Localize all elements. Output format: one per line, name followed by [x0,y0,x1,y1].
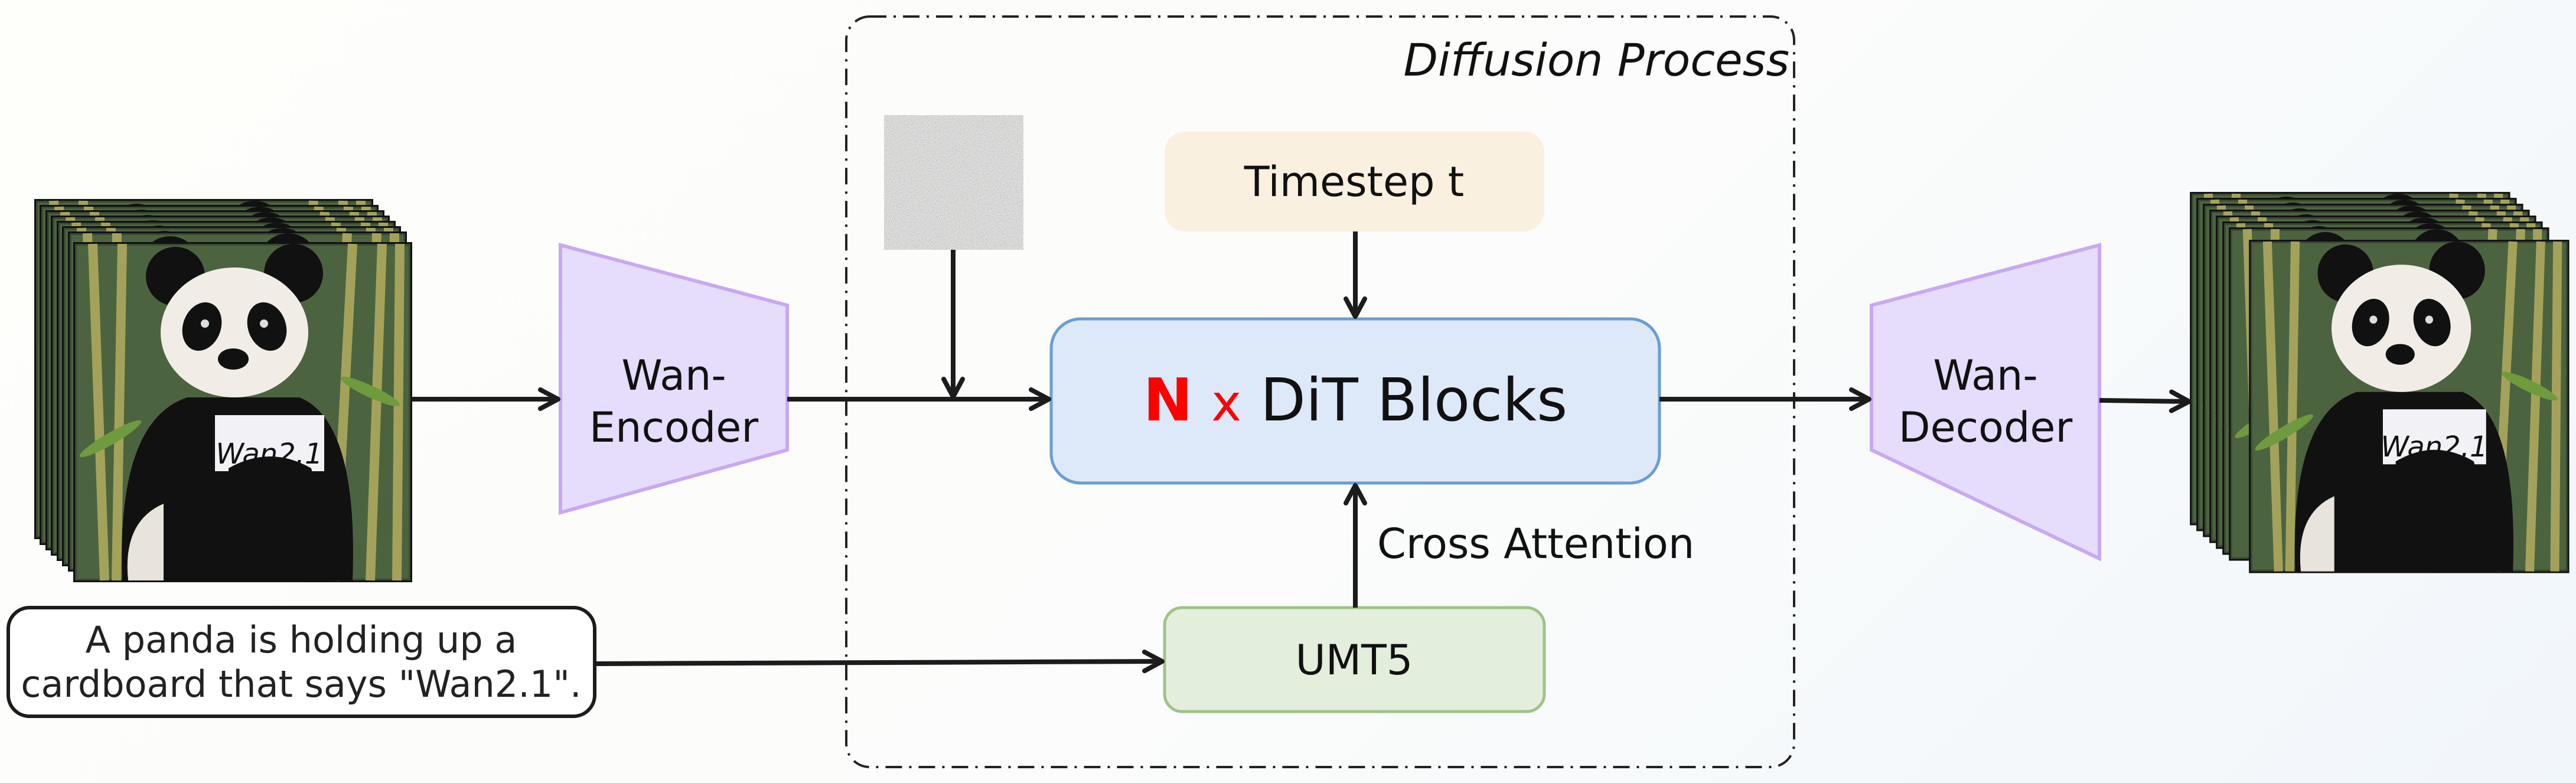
svg-text:Wan-Decoder: Wan-Decoder [1899,351,2073,452]
noise-latent-image [884,115,1023,250]
umt5-box: UMT5 [1163,606,1546,713]
output-video-frames: Wan2.1 [2192,194,2568,572]
timestep-label: Timestep t [1244,158,1464,206]
arrow-prompt-to-umt5 [594,650,1165,674]
decoder-label-line1: Wan- [1933,351,2037,400]
prompt-line2: cardboard that says "Wan2.1". [21,663,581,706]
decoder-label-line2: Decoder [1899,403,2073,452]
output-panda-sign-text: Wan2.1 [2381,430,2487,464]
encoder-label-line1: Wan- [621,351,726,400]
arrow-decoder-to-video [2099,389,2192,413]
svg-text:N x DiT Blocks: N x DiT Blocks [1143,366,1567,435]
timestep-box: Timestep t [1165,132,1544,231]
cross-attention-label: Cross Attention [1377,520,1694,568]
input-frame-front [75,244,410,580]
input-panda-sign-text: Wan2.1 [216,438,322,471]
dit-count-n: N [1143,366,1193,435]
input-video-frames: Wan2.1 [36,201,410,580]
dit-blocks-label: DiT Blocks [1260,366,1567,435]
dit-blocks-box: N x DiT Blocks [1049,317,1661,485]
wan-encoder: Wan-Encoder [559,243,789,515]
svg-text:Wan-Encoder: Wan-Encoder [589,351,758,452]
umt5-label: UMT5 [1296,636,1413,684]
prompt-line1: A panda is holding up a [86,618,517,661]
output-frame-front [2251,242,2568,572]
wan-decoder: Wan-Decoder [1870,243,2101,562]
dit-multiply-x: x [1211,374,1241,433]
diffusion-process-label: Diffusion Process [1404,34,1790,86]
encoder-label-line2: Encoder [589,403,758,452]
diffusion-process-container [845,15,1795,768]
